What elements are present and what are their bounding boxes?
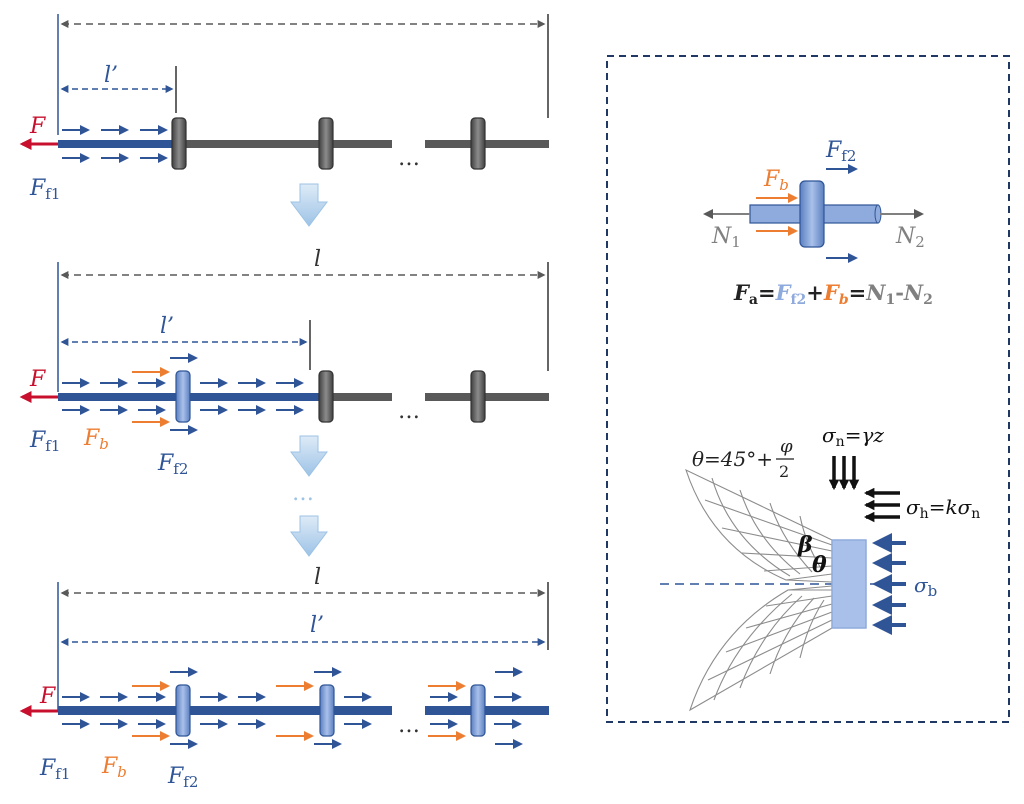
- phi-numerator: φ: [780, 436, 793, 457]
- bonded-rod: [178, 140, 392, 148]
- ff2-label: Ff2: [825, 138, 856, 165]
- ff1-label: Ff1: [39, 756, 70, 783]
- ff1-label: Ff1: [29, 428, 60, 455]
- anchor-plate-displaced: [319, 684, 335, 737]
- anchor-plate-displaced: [175, 370, 191, 423]
- ellipsis: …: [398, 713, 420, 738]
- anchor-plate: [470, 370, 486, 423]
- anchor-plate: [171, 117, 187, 170]
- sigma-n-label: σn=γz: [822, 423, 884, 450]
- stage-1: l’ … F Ff1: [19, 14, 549, 203]
- transition-arrow: [290, 183, 328, 227]
- debonded-rod-end: [425, 706, 549, 715]
- sigma-n-arrows: [828, 456, 860, 491]
- sigma-h-label: σh=kσn: [906, 495, 980, 522]
- debonded-rod: [58, 706, 392, 715]
- detail-frame: [606, 55, 1010, 723]
- anchor-plate-displaced: [470, 684, 486, 737]
- ff2-label: Ff2: [167, 764, 198, 791]
- fb-label: Fb: [83, 426, 109, 453]
- theta-formula: θ=45°+: [692, 447, 773, 471]
- friction-arrows: [62, 125, 168, 163]
- l-label: l: [314, 565, 321, 590]
- beta-label: β: [797, 532, 813, 558]
- stage-3: l l’ … F: [19, 565, 549, 791]
- sigma-b-arrows: [872, 533, 906, 635]
- transition-arrow: [290, 435, 328, 477]
- anchor-plate-displaced: [175, 684, 191, 737]
- friction-arrows: [62, 667, 523, 749]
- sigma-b-label: σb: [914, 573, 937, 600]
- wedge-mesh: [685, 468, 833, 712]
- stage-2: l l’ … F: [19, 247, 549, 478]
- anchor-plate: [799, 180, 825, 248]
- bearing-arrows: [132, 681, 466, 741]
- transition-arrow: [290, 515, 328, 557]
- passive-wedge: θ=45°+ φ 2 σn=γz σh=kσn β θ σb: [660, 423, 980, 712]
- equilibrium-equation: Fa=Ff2+Fb=N1-N2: [733, 280, 933, 308]
- pull-force-label: F: [29, 114, 46, 139]
- anchor-plate: [318, 370, 334, 423]
- ellipsis: …: [398, 146, 420, 171]
- ff2-label: Ff2: [157, 451, 188, 478]
- pull-force-label: F: [39, 684, 56, 709]
- l-prime-label: l’: [104, 63, 118, 88]
- bonded-rod-end: [425, 140, 549, 148]
- n2-label: N2: [895, 224, 925, 251]
- pull-force-label: F: [29, 367, 46, 392]
- fb-label: Fb: [763, 167, 789, 194]
- anchor-plate: [318, 117, 334, 170]
- debonded-rod: [58, 140, 178, 148]
- phi-denominator: 2: [779, 462, 789, 481]
- debonded-rod: [58, 393, 326, 401]
- theta-label: θ: [812, 552, 827, 578]
- anchor-free-body: Ff2 Fb N1 N2 Fa=Ff2+Fb=N1-N2: [703, 138, 933, 308]
- l-prime-label: l’: [160, 314, 174, 339]
- friction-arrows: [62, 353, 304, 435]
- l-label: l: [314, 247, 321, 272]
- anchor-plate-section: [831, 539, 867, 629]
- anchor-plate: [470, 117, 486, 170]
- fb-label: Fb: [101, 754, 127, 781]
- l-prime-label: l’: [310, 613, 324, 638]
- bonded-rod: [326, 393, 392, 401]
- ff1-label: Ff1: [29, 176, 60, 203]
- n1-label: N1: [711, 224, 741, 251]
- bearing-arrows: [132, 367, 170, 427]
- ellipsis: …: [398, 399, 420, 424]
- sigma-h-arrows: [863, 487, 900, 523]
- bonded-rod-end: [425, 393, 549, 401]
- middle-ellipsis: …: [292, 481, 314, 506]
